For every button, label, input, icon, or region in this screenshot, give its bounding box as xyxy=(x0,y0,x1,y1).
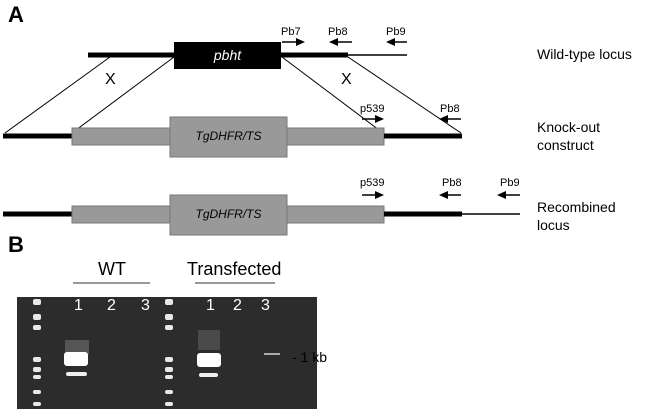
primer-label-p539-rec: p539 xyxy=(360,177,385,189)
primer-label-pb8-wt: Pb8 xyxy=(328,26,348,38)
wt-lane1-band-lower xyxy=(66,372,87,376)
label-knockout-line1: Knock-out xyxy=(537,119,601,135)
arrow-pb8-wt xyxy=(329,38,352,46)
tf-lane1-band-main xyxy=(197,353,221,367)
wt-lane1-smear xyxy=(65,340,89,354)
ladder-2 xyxy=(165,299,173,406)
cassette-label-ko: TgDHFR/TS xyxy=(195,129,262,143)
pbht-gene-box xyxy=(174,42,281,69)
rec-cassette-box xyxy=(169,194,288,236)
tf-lane1-smear xyxy=(198,330,220,350)
primer-label-pb9-rec: Pb9 xyxy=(500,177,520,189)
gel-group-wt: WT xyxy=(98,259,126,279)
label-knockout-line2: construct xyxy=(537,137,594,153)
arrow-p539-ko xyxy=(362,115,384,123)
marker-1kb-label: - 1 kb xyxy=(292,349,328,365)
primer-label-pb8-rec: Pb8 xyxy=(442,177,462,189)
crossover-mark-right: X xyxy=(341,71,352,88)
primer-label-pb8-ko: Pb8 xyxy=(440,103,460,115)
arrow-pb8-ko xyxy=(439,115,461,123)
primer-label-pb9-wt: Pb9 xyxy=(386,26,406,38)
lane-tf-1: 1 xyxy=(206,297,215,314)
arrow-pb9-rec xyxy=(497,191,520,199)
lane-wt-2: 2 xyxy=(107,297,116,314)
gel-group-transfected: Transfected xyxy=(187,259,282,279)
ladder-1 xyxy=(33,299,41,406)
arrow-p539-rec xyxy=(362,191,384,199)
lane-tf-2: 2 xyxy=(233,297,242,314)
primer-label-pb7-wt: Pb7 xyxy=(281,26,301,38)
wt-lane1-band-main xyxy=(64,352,88,366)
arrow-pb9-wt xyxy=(386,38,407,46)
gene-label-pbht: pbht xyxy=(213,47,242,63)
cassette-label-rec: TgDHFR/TS xyxy=(195,207,262,221)
arrow-pb7-wt xyxy=(282,38,305,46)
label-wild-type-locus: Wild-type locus xyxy=(537,46,632,62)
lane-wt-3: 3 xyxy=(141,297,150,314)
ko-cassette-box xyxy=(169,116,288,158)
arrow-pb8-rec xyxy=(439,191,461,199)
panel-a-label: A xyxy=(8,2,24,27)
lane-tf-3: 3 xyxy=(261,297,270,314)
crossover-mark-left: X xyxy=(105,71,116,88)
label-recombined-line2: locus xyxy=(537,217,570,233)
primer-label-p539-ko: p539 xyxy=(360,103,385,115)
lane-wt-1: 1 xyxy=(74,297,83,314)
label-recombined-line1: Recombined xyxy=(537,199,616,215)
tf-lane3-band xyxy=(264,353,280,355)
panel-b-label: B xyxy=(8,232,24,257)
tf-lane1-band-lower xyxy=(199,373,218,377)
